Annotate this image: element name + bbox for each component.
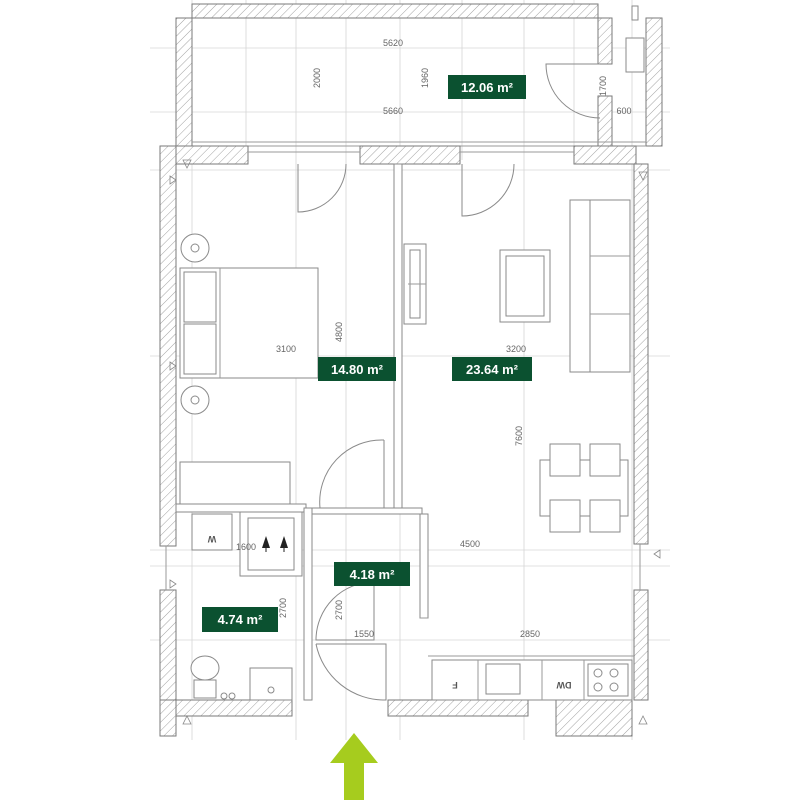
- area-label-balcony: 12.06 m²: [448, 75, 526, 99]
- dim-balcony-width-top: 5620: [383, 38, 403, 48]
- dim-living-width: 3200: [506, 344, 526, 354]
- dim-balcony-width-bottom: 5660: [383, 106, 403, 116]
- dimension-labels: 5620 5660 2000 1960 1700 600 3100 4800 3…: [236, 38, 632, 639]
- balcony-door: [545, 63, 601, 119]
- svg-text:14.80 m²: 14.80 m²: [331, 362, 384, 377]
- dim-living-lower-width: 4500: [460, 539, 480, 549]
- entrance-arrow-icon: [330, 733, 378, 800]
- kitchen-cabinets: [431, 659, 633, 701]
- area-label-living: 23.64 m²: [452, 357, 532, 381]
- balcony-walls: [175, 3, 663, 147]
- svg-text:4.74 m²: 4.74 m²: [218, 612, 263, 627]
- dim-living-depth: 7600: [514, 426, 524, 446]
- tv-unit: [403, 243, 427, 325]
- area-label-bedroom: 14.80 m²: [318, 357, 396, 381]
- door-swings: [297, 163, 515, 701]
- svg-text:4.18 m²: 4.18 m²: [350, 567, 395, 582]
- dim-kitchen-width: 2850: [520, 629, 540, 639]
- dim-hall-depth: 2700: [334, 600, 344, 620]
- bathroom-fixtures: [190, 511, 303, 701]
- dim-bedroom-width: 3100: [276, 344, 296, 354]
- svg-text:12.06 m²: 12.06 m²: [461, 80, 514, 95]
- dim-balcony-niche: 600: [616, 106, 631, 116]
- dim-balcony-depth-right: 1700: [598, 76, 608, 96]
- living-furniture: [499, 199, 631, 533]
- dim-hall-width: 1550: [354, 629, 374, 639]
- dishwasher-label: DW: [556, 680, 571, 690]
- dim-bath-depth: 2700: [278, 598, 288, 618]
- area-label-bathroom: 4.74 m²: [202, 607, 278, 632]
- washer-label: W: [207, 534, 216, 544]
- exterior-walls: [159, 145, 649, 737]
- dim-balcony-depth-left: 2000: [312, 68, 322, 88]
- dim-bath-width: 1600: [236, 542, 256, 552]
- bedroom-furniture: [179, 233, 319, 505]
- dim-bedroom-depth: 4800: [334, 322, 344, 342]
- svg-text:23.64 m²: 23.64 m²: [466, 362, 519, 377]
- dim-balcony-depth-mid: 1960: [420, 68, 430, 88]
- area-label-hall: 4.18 m²: [334, 562, 410, 586]
- fridge-label: F: [452, 680, 458, 690]
- axis-markers: [169, 159, 661, 725]
- interior-walls: [175, 163, 634, 701]
